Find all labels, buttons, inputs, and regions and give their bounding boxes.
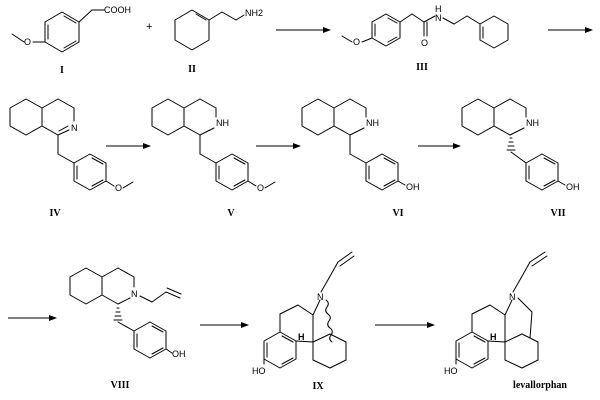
compound-label-V: V xyxy=(227,208,235,219)
compound-VI: NH OH VI xyxy=(301,98,420,219)
amine-nh-label: NH xyxy=(216,118,229,128)
compound-IX: HO N H IX xyxy=(252,251,355,392)
amine-label: NH2 xyxy=(245,8,263,18)
amine-nitrogen-label: N xyxy=(131,289,138,299)
compound-label-IX: IX xyxy=(312,381,324,392)
compound-VIII: N OH VIII xyxy=(69,267,186,391)
compound-label-VI: VI xyxy=(392,208,403,219)
amide-oxygen-label: O xyxy=(421,38,428,48)
amine-nh-label: NH xyxy=(526,118,539,128)
methoxy-oxygen-label: O xyxy=(257,183,264,193)
compound-VII: NH OH VII xyxy=(461,98,580,219)
hydrogen-label: H xyxy=(298,332,305,342)
hydroxyl-label: OH xyxy=(172,349,186,359)
hashed-wedge-bond xyxy=(113,307,123,321)
imine-nitrogen-label: N xyxy=(71,123,78,133)
amide-nitrogen-label: N xyxy=(435,13,442,23)
hydroxyl-label: OH xyxy=(406,182,420,192)
compound-label-I: I xyxy=(60,65,64,76)
hydrogen-label: H xyxy=(490,332,497,342)
compound-levallorphan: HO N H levallorphan xyxy=(444,251,567,391)
compound-label-VII: VII xyxy=(550,208,565,219)
amide-hydrogen-label: H xyxy=(435,4,442,14)
compound-IV: N O IV xyxy=(9,98,134,219)
plus-sign: + xyxy=(146,21,152,33)
compound-label-levallorphan: levallorphan xyxy=(513,380,567,391)
amine-nitrogen-label: N xyxy=(317,292,324,302)
hydroxyl-label: OH xyxy=(566,182,580,192)
methoxy-oxygen-label: O xyxy=(24,37,31,47)
amine-nitrogen-label: N xyxy=(509,292,516,302)
compound-I: COOH O I xyxy=(11,5,131,76)
hashed-wedge-bond xyxy=(506,137,516,151)
compound-II: NH2 II xyxy=(174,8,263,75)
methoxy-oxygen-label: O xyxy=(115,183,122,193)
phenol-label: HO xyxy=(252,366,266,376)
compound-label-III: III xyxy=(416,62,428,73)
compound-label-VIII: VIII xyxy=(111,380,130,391)
phenol-label: HO xyxy=(444,366,458,376)
methoxy-oxygen-label: O xyxy=(353,37,360,47)
compound-label-II: II xyxy=(188,64,196,75)
carboxylic-acid-label: COOH xyxy=(104,5,131,15)
amine-nh-label: NH xyxy=(366,118,379,128)
compound-label-IV: IV xyxy=(49,208,61,219)
compound-V: NH O V xyxy=(151,98,276,219)
compound-III: O H N O III xyxy=(341,4,509,73)
